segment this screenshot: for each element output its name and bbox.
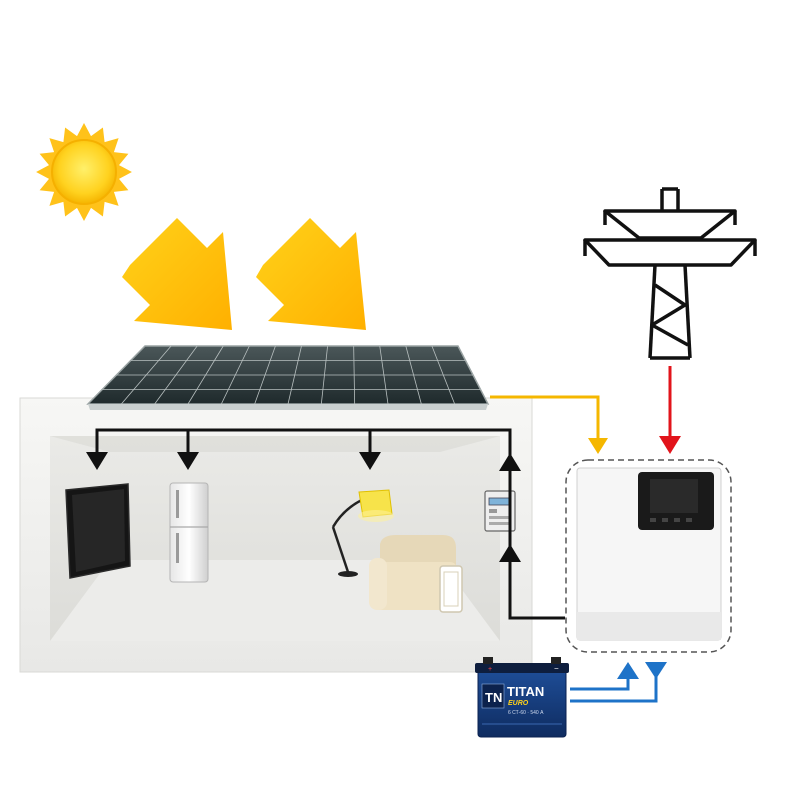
- hybrid-inverter-icon: [565, 459, 732, 653]
- floor-lamp-icon: [331, 489, 394, 577]
- battery-brand: TITAN: [507, 684, 544, 699]
- solar-panel-icon: [86, 345, 490, 410]
- battery-minus-sign: −: [554, 664, 559, 673]
- battery-spec: 6 СТ-60 · 540 A: [508, 710, 544, 716]
- pv-arrowhead: [588, 438, 608, 454]
- ac-distribution-lines: [95, 428, 565, 620]
- tv-arrowhead: [86, 452, 108, 470]
- grid-arrowhead: [659, 436, 681, 454]
- battery-charge-arrowhead: [617, 662, 639, 679]
- transmission-tower-icon: [583, 187, 757, 360]
- sofa-icon: [369, 535, 463, 613]
- lamp-arrowhead: [359, 452, 381, 470]
- electricity-meter-icon: [484, 490, 516, 532]
- meter-up-arrowhead: [499, 453, 521, 471]
- sunlight-arrow-icon: [122, 218, 232, 330]
- battery-plus-sign: +: [488, 666, 492, 673]
- sunlight-arrow-icon: [256, 218, 366, 330]
- sun-icon: [36, 123, 132, 221]
- inverter-dashed-boundary: [565, 459, 732, 653]
- battery-logo: TN: [485, 690, 502, 705]
- battery-discharge-arrowhead: [645, 662, 667, 679]
- battery-icon: + − TN TITAN EURO 6 СТ-60 · 540 A: [475, 657, 569, 738]
- tv-icon: [65, 483, 131, 579]
- battery-series: EURO: [508, 700, 529, 707]
- refrigerator-icon: [169, 482, 209, 583]
- ac-up-arrowhead: [499, 544, 521, 562]
- pv-line: [490, 395, 600, 440]
- fridge-arrowhead: [177, 452, 199, 470]
- battery-lines: [570, 676, 658, 703]
